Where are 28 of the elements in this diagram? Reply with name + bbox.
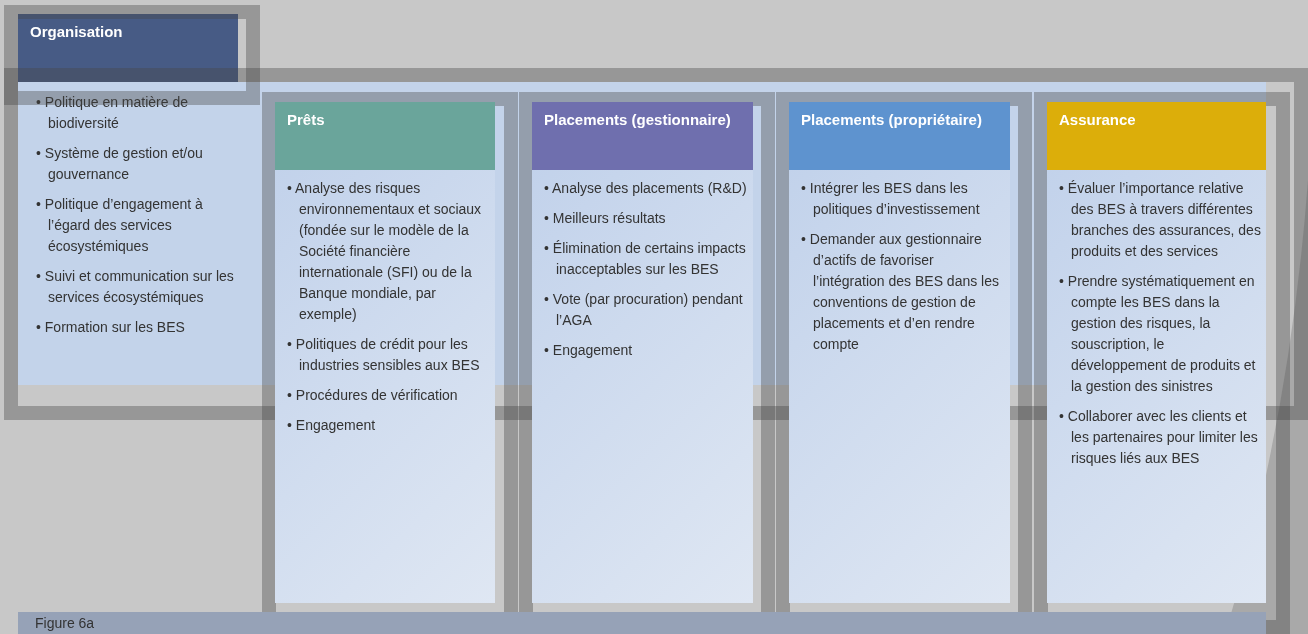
bullet-item: • Politique d’engagement à l’égard des services écosystémiques — [36, 195, 204, 256]
bullet-item: • Analyse des placements (R&D) — [544, 179, 748, 198]
bullet-item: • Demander aux gestionnaire d’actifs de favoriser l’intégration des BES dans les conventions de gestion de placements et d’en rendre compte — [801, 230, 1000, 354]
panel-heading: Prêts — [275, 102, 495, 170]
bullet-item: • Politiques de crédit pour les industries sensibles aux BES — [287, 335, 481, 375]
bullet-item: • Analyse des risques environnementaux et sociaux (fondée sur le modèle de la Société financière internationale (SFI) ou de la Banque mondiale, par exemple) — [287, 179, 483, 324]
bullet-item: • Procédures de vérification — [287, 386, 459, 405]
bullet-item: • Suivi et communication sur les services écosystémiques — [36, 267, 235, 307]
bullet-item: • Élimination de certains impacts inacceptables sur les BES — [544, 239, 747, 279]
bullet-item: • Système de gestion et/ou gouvernance — [36, 144, 204, 184]
column-panel — [275, 102, 495, 603]
column-panel — [532, 102, 753, 603]
bullet-item: • Engagement — [544, 341, 634, 360]
column-panel — [1047, 102, 1266, 603]
panel-heading: Placements (gestionnaire) — [532, 102, 753, 170]
bullet-item: • Prendre systématiquement en compte les BES dans la gestion des risques, la souscription, le développement de produits et la gestion des sinistres — [1059, 272, 1257, 396]
bullet-item: • Intégrer les BES dans les politiques d’investissement — [801, 179, 981, 219]
caption-text: Figure 6a — [35, 615, 95, 632]
bullet-item: • Évaluer l’importance relative des BES à travers différentes branches des assurances, des produits et des services — [1059, 179, 1262, 261]
bullet-item: • Collaborer avec les clients et les partenaires pour limiter les risques liés aux BES — [1059, 407, 1259, 468]
panel-heading: Placements (propriétaire) — [789, 102, 1010, 170]
bullet-item: • Meilleurs résultats — [544, 209, 667, 228]
bullet-item: • Formation sur les BES — [36, 318, 186, 337]
bullet-item: • Politique en matière de biodiversité — [36, 93, 189, 133]
bullet-item: • Vote (par procuration) pendant l’AGA — [544, 290, 744, 330]
panel-heading: Assurance — [1047, 102, 1266, 170]
bullet-item: • Engagement — [287, 416, 377, 435]
column-panel — [789, 102, 1010, 603]
